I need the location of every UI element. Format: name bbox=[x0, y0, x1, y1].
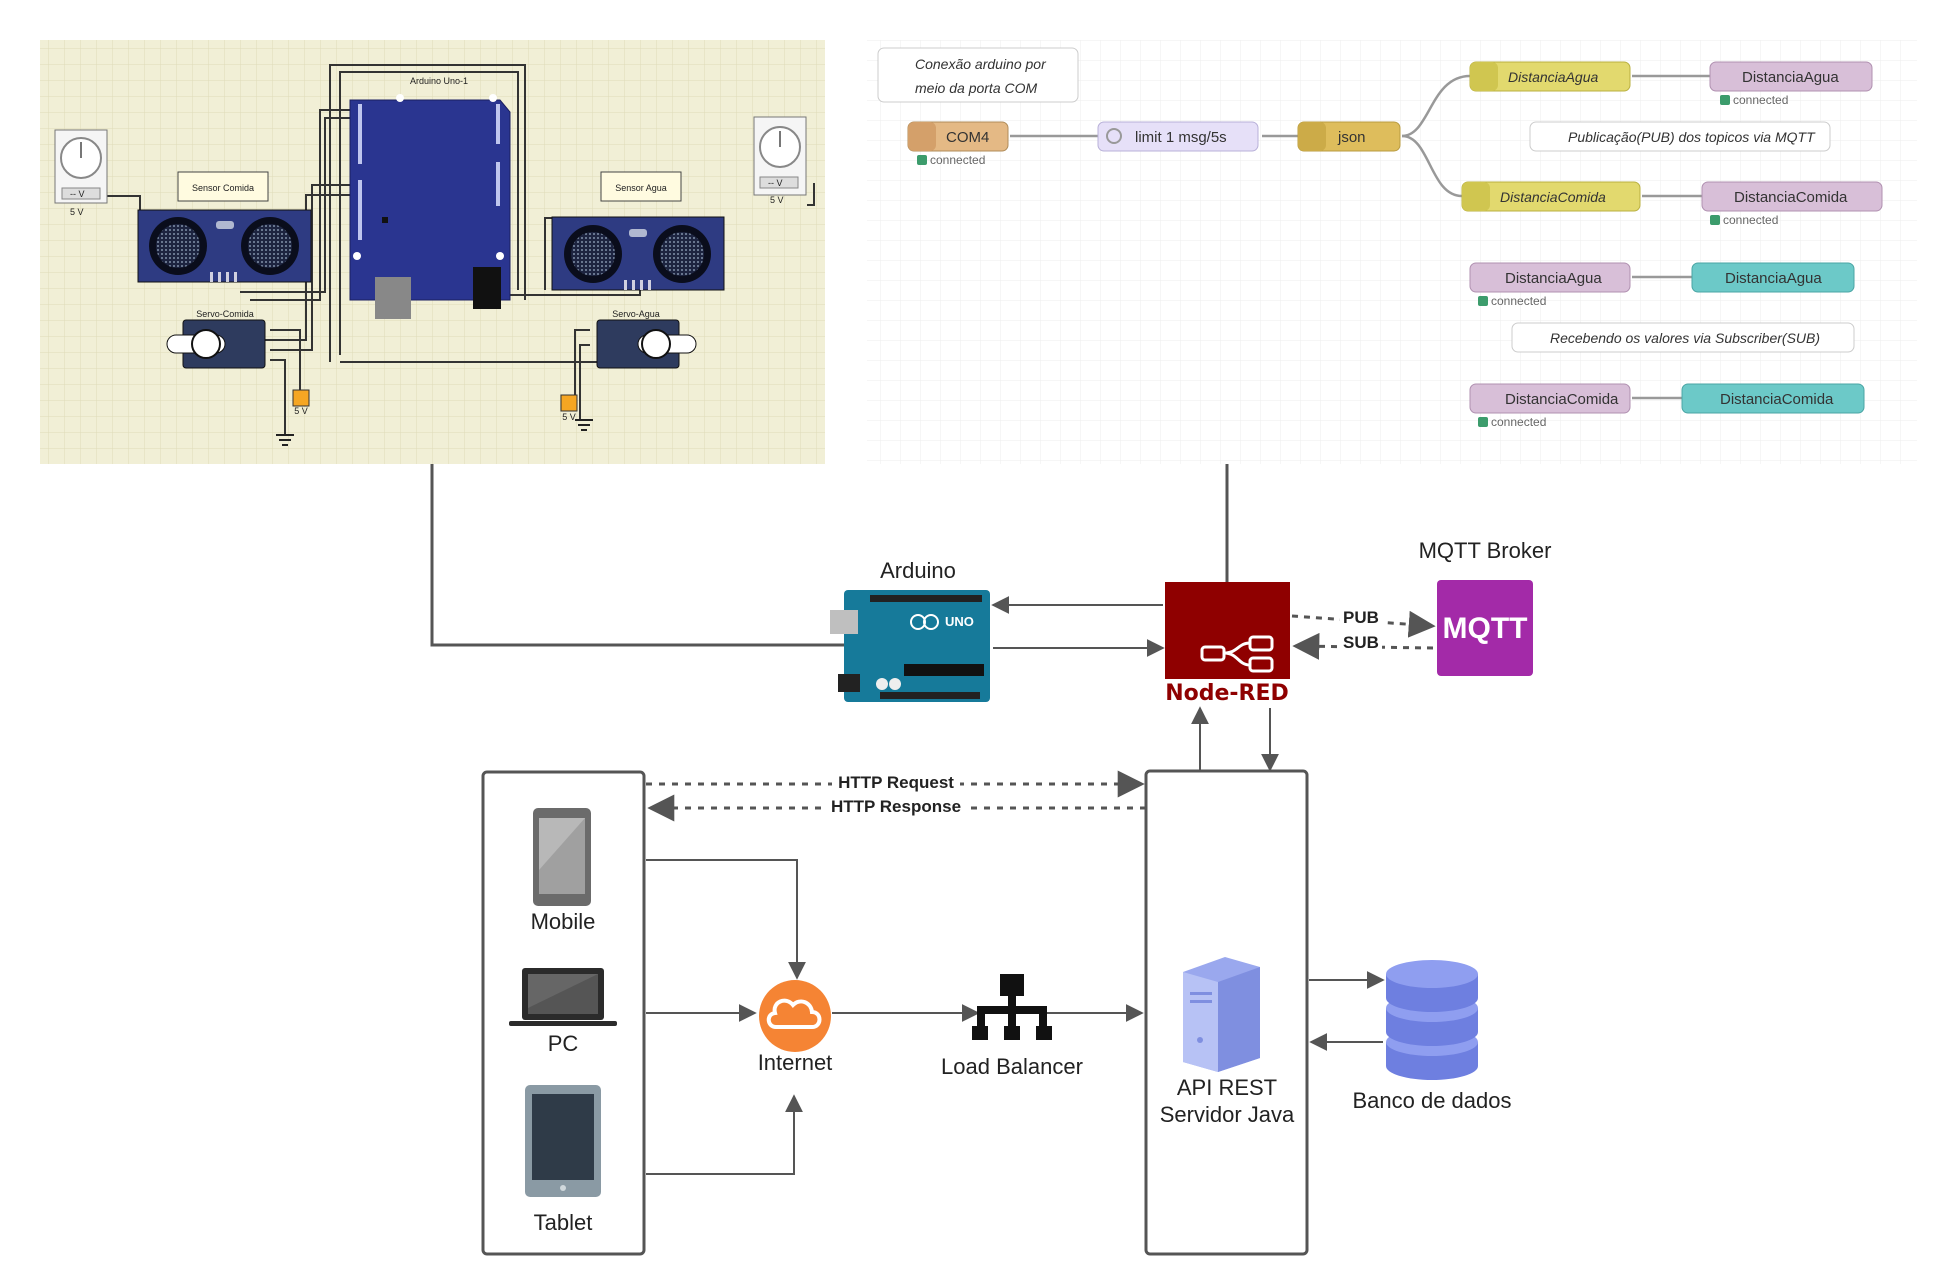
svg-text:connected: connected bbox=[930, 153, 985, 167]
serial-in-node-com4[interactable]: COM4 connected bbox=[907, 121, 1009, 167]
ground-icon-left bbox=[276, 434, 294, 446]
mqtt-in-node-comida[interactable]: DistanciaComida connected bbox=[1469, 383, 1631, 429]
svg-text:DistanciaAgua: DistanciaAgua bbox=[1508, 69, 1598, 85]
load-balancer-label: Load Balancer bbox=[941, 1054, 1083, 1079]
servo-water-label: Servo-Agua bbox=[612, 309, 660, 319]
arduino-nodered-arrows bbox=[991, 596, 1165, 657]
svg-text:connected: connected bbox=[1491, 294, 1546, 308]
arduino-board-text: UNO bbox=[945, 614, 974, 629]
arduino-board-icon: Arduino UNO bbox=[830, 558, 990, 702]
servo-icon-food: Servo-Comida bbox=[166, 309, 266, 369]
flow-wires bbox=[1010, 74, 1710, 400]
meter-right-voltage: 5 V bbox=[770, 195, 784, 205]
api-label-line1: API REST bbox=[1177, 1075, 1277, 1100]
mqtt-logo-text: MQTT bbox=[1443, 612, 1528, 645]
nodered-flow-panel: Conexão arduino por meio da porta COM CO… bbox=[867, 40, 1917, 464]
tablet-icon[interactable]: Tablet bbox=[525, 1085, 601, 1235]
svg-text:Sensor Comida: Sensor Comida bbox=[192, 183, 254, 193]
mqtt-out-node-comida[interactable]: DistanciaComida connected bbox=[1701, 181, 1883, 227]
svg-text:connected: connected bbox=[1723, 213, 1778, 227]
arduino-uno-title: Arduino Uno-1 bbox=[410, 76, 468, 86]
label-sensor-comida: Sensor Comida bbox=[177, 171, 269, 202]
api-db-arrows bbox=[1309, 971, 1385, 1051]
svg-text:Recebendo os valores via Subsc: Recebendo os valores via Subscriber(SUB) bbox=[1550, 330, 1820, 346]
potentiometer-icon-left: -- V 5 V bbox=[54, 129, 108, 217]
mqtt-logo-icon[interactable]: MQTT Broker MQTT bbox=[1419, 538, 1552, 676]
pub-sub-labels: PUB SUB bbox=[1340, 608, 1382, 652]
svg-text:Sensor Agua: Sensor Agua bbox=[615, 183, 667, 193]
delay-node-limit[interactable]: limit 1 msg/5s bbox=[1097, 121, 1259, 152]
svg-text:DistanciaComida: DistanciaComida bbox=[1720, 391, 1834, 408]
ultrasonic-sensor-icon-food bbox=[137, 209, 312, 283]
svg-text:json: json bbox=[1337, 129, 1366, 146]
arduino-label: Arduino bbox=[880, 558, 956, 583]
svg-text:5 V: 5 V bbox=[562, 412, 576, 422]
mqtt-out-node-agua[interactable]: DistanciaAgua connected bbox=[1709, 61, 1873, 107]
mobile-icon[interactable]: Mobile bbox=[531, 808, 596, 934]
svg-text:DistanciaAgua: DistanciaAgua bbox=[1725, 270, 1822, 287]
comment-node-sub[interactable]: Recebendo os valores via Subscriber(SUB) bbox=[1511, 322, 1855, 353]
nodered-label: Node-RED bbox=[1165, 681, 1289, 706]
label-sensor-agua: Sensor Agua bbox=[600, 171, 682, 202]
mobile-label: Mobile bbox=[531, 909, 596, 934]
servo-icon-water: Servo-Agua bbox=[596, 309, 697, 369]
device-internet-connectors bbox=[646, 859, 806, 1175]
ultrasonic-sensor-icon-water bbox=[551, 216, 725, 291]
connectors bbox=[430, 464, 1229, 647]
database-label: Banco de dados bbox=[1352, 1088, 1511, 1113]
mqtt-in-node-agua[interactable]: DistanciaAgua connected bbox=[1469, 262, 1631, 308]
circuit-simulator-panel: Arduino Uno-1 -- V 5 V bbox=[40, 40, 825, 464]
power-5v-left: 5 V bbox=[292, 389, 310, 416]
mqtt-broker-label: MQTT Broker bbox=[1419, 538, 1552, 563]
comment-node-serial[interactable]: Conexão arduino por meio da porta COM bbox=[877, 47, 1079, 103]
api-label-line2: Servidor Java bbox=[1160, 1102, 1295, 1127]
svg-text:DistanciaComida: DistanciaComida bbox=[1734, 189, 1848, 206]
internet-label: Internet bbox=[758, 1050, 833, 1075]
svg-text:connected: connected bbox=[1733, 93, 1788, 107]
usb-port bbox=[375, 277, 411, 319]
meter-left-value: -- V bbox=[70, 189, 85, 199]
power-jack bbox=[473, 267, 501, 309]
node-red-logo-icon[interactable]: Node-RED bbox=[1165, 582, 1290, 706]
server-icon[interactable]: API REST Servidor Java bbox=[1160, 957, 1295, 1127]
sub-label: SUB bbox=[1343, 633, 1379, 652]
gauge-node-comida[interactable]: DistanciaComida bbox=[1681, 383, 1865, 414]
http-response-label: HTTP Response bbox=[831, 797, 961, 816]
svg-text:5 V: 5 V bbox=[294, 406, 308, 416]
cloud-icon[interactable]: Internet bbox=[758, 980, 833, 1075]
svg-text:connected: connected bbox=[1491, 415, 1546, 429]
json-node[interactable]: json bbox=[1297, 121, 1401, 152]
svg-text:Conexão arduino por: Conexão arduino por bbox=[915, 56, 1047, 72]
laptop-icon[interactable]: PC bbox=[509, 968, 617, 1056]
svg-text:DistanciaComida: DistanciaComida bbox=[1500, 189, 1606, 205]
switch-node-comida[interactable]: DistanciaComida bbox=[1461, 181, 1641, 212]
svg-text:DistanciaAgua: DistanciaAgua bbox=[1505, 270, 1602, 287]
pc-label: PC bbox=[548, 1031, 579, 1056]
gauge-node-agua[interactable]: DistanciaAgua bbox=[1691, 262, 1855, 293]
tablet-label: Tablet bbox=[534, 1210, 593, 1235]
comment-node-pub[interactable]: Publicação(PUB) dos topicos via MQTT bbox=[1529, 121, 1831, 152]
nodered-api-arrows bbox=[1191, 706, 1279, 772]
ground-icon-right bbox=[575, 419, 593, 431]
meter-left-voltage: 5 V bbox=[70, 207, 84, 217]
potentiometer-icon-right: -- V 5 V bbox=[753, 116, 807, 205]
svg-text:DistanciaAgua: DistanciaAgua bbox=[1742, 69, 1839, 86]
http-request-label: HTTP Request bbox=[838, 773, 954, 792]
svg-text:meio da porta COM: meio da porta COM bbox=[915, 80, 1037, 96]
servo-food-label: Servo-Comida bbox=[196, 309, 254, 319]
meter-right-value: -- V bbox=[768, 178, 783, 188]
svg-text:limit 1 msg/5s: limit 1 msg/5s bbox=[1135, 129, 1227, 146]
svg-text:Publicação(PUB) dos topicos vi: Publicação(PUB) dos topicos via MQTT bbox=[1568, 129, 1816, 145]
circuit-wires bbox=[100, 64, 815, 435]
database-icon[interactable]: Banco de dados bbox=[1352, 960, 1512, 1113]
switch-node-agua[interactable]: DistanciaAgua bbox=[1469, 61, 1631, 92]
network-tree-icon[interactable]: Load Balancer bbox=[941, 974, 1083, 1079]
arduino-uno-sim-board: Arduino Uno-1 bbox=[349, 76, 511, 319]
svg-text:COM4: COM4 bbox=[946, 129, 989, 146]
pub-label: PUB bbox=[1343, 608, 1379, 627]
power-5v-right: 5 V bbox=[560, 394, 578, 422]
svg-text:DistanciaComida: DistanciaComida bbox=[1505, 391, 1619, 408]
http-labels: HTTP Request HTTP Response bbox=[826, 772, 966, 816]
